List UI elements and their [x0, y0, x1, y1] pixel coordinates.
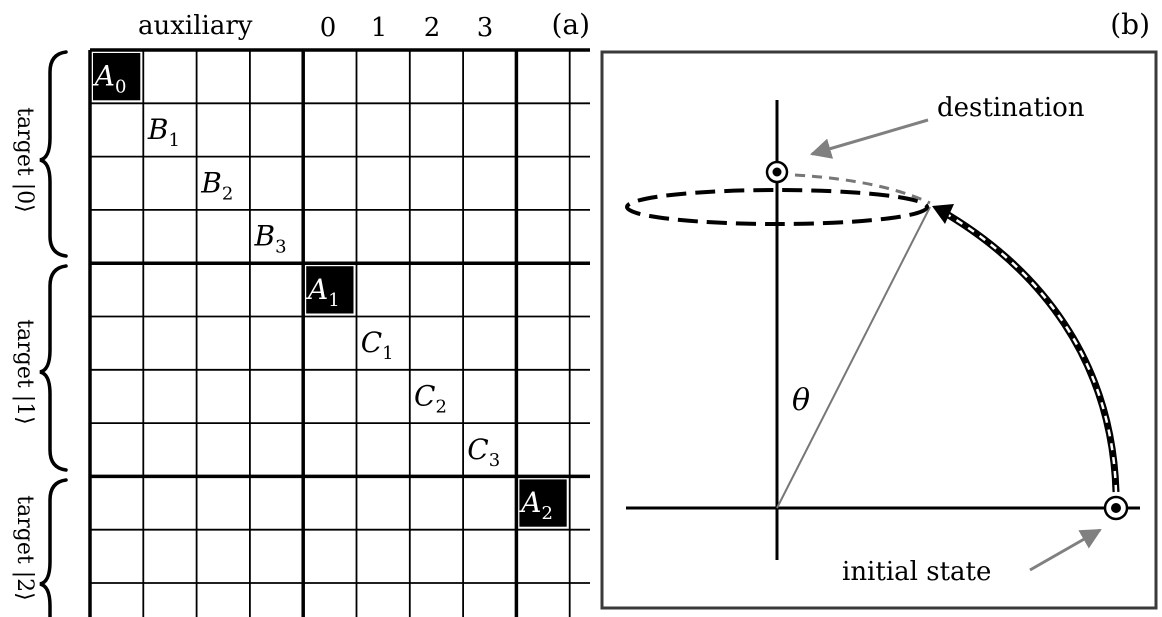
- auxiliary-header: auxiliary: [138, 11, 253, 41]
- panel-a-label: (a): [551, 8, 590, 41]
- panel-b: (b) θ destination ini: [600, 8, 1158, 610]
- row-group-label-target-0: target |0⟩: [12, 107, 37, 212]
- matrix-entry-b2: B2: [200, 166, 233, 204]
- matrix-entry-a1: A1: [305, 266, 354, 314]
- matrix-entry-a0: A0: [92, 53, 141, 101]
- matrix-entry-label: B1: [147, 113, 180, 151]
- panel-b-label: (b): [1110, 8, 1150, 41]
- matrix-entry-label: A1: [305, 273, 340, 311]
- column-label-3: 3: [477, 13, 494, 43]
- destination-arrow: [809, 118, 929, 159]
- initial-state-arrow: [1029, 528, 1102, 572]
- destination-label: destination: [937, 93, 1085, 123]
- brace-target-0: [39, 50, 68, 258]
- matrix-entry-label: C3: [467, 433, 500, 471]
- highlighted-cell-fill: [306, 266, 354, 314]
- matrix-entry-b1: B1: [147, 113, 180, 151]
- matrix-entry-c3: C3: [467, 433, 500, 471]
- matrix-entry-a2: A2: [518, 479, 567, 527]
- matrix-grid: [88, 48, 590, 617]
- brace-target-1: [39, 264, 68, 472]
- trajectory-arc: [932, 204, 1120, 493]
- row-group-labels: target |0⟩ target |1⟩ target |2⟩: [12, 107, 37, 600]
- row-group-braces: [39, 50, 68, 617]
- matrix-entry-label: B2: [200, 166, 233, 204]
- theta-label: θ: [792, 383, 810, 418]
- highlighted-cell-fill: [93, 53, 141, 101]
- destination-path: [794, 173, 931, 205]
- row-group-label-target-2: target |2⟩: [12, 495, 37, 600]
- matrix-entry-c1: C1: [361, 326, 394, 364]
- initial-state-label: initial state: [842, 557, 991, 587]
- state-vector-line: [776, 206, 931, 509]
- trajectory-arrowhead: [932, 204, 954, 224]
- matrix-entry-label: A2: [518, 486, 553, 524]
- column-labels: 0 1 2 3: [320, 13, 494, 43]
- matrix-entry-label: C1: [361, 326, 394, 364]
- column-label-2: 2: [424, 13, 441, 43]
- matrix-entry-label: C2: [414, 379, 447, 417]
- panel-b-frame: [600, 50, 1158, 610]
- column-label-1: 1: [371, 13, 388, 43]
- row-group-label-target-1: target |1⟩: [12, 319, 37, 424]
- destination-marker: [765, 160, 789, 184]
- highlighted-cell-fill: [519, 479, 567, 527]
- matrix-entry-b3: B3: [254, 220, 287, 258]
- brace-target-2: [39, 478, 68, 617]
- panel-a: auxiliary 0 1 2 3 (a) A0B1B2B3A1C1C2C3A2…: [12, 8, 590, 617]
- matrix-entry-label: A0: [92, 60, 127, 98]
- matrix-entry-c2: C2: [414, 379, 447, 417]
- matrix-entry-label: B3: [254, 220, 287, 258]
- initial-state-marker: [1103, 495, 1129, 521]
- precession-ellipse: [625, 188, 929, 226]
- column-label-0: 0: [320, 13, 337, 43]
